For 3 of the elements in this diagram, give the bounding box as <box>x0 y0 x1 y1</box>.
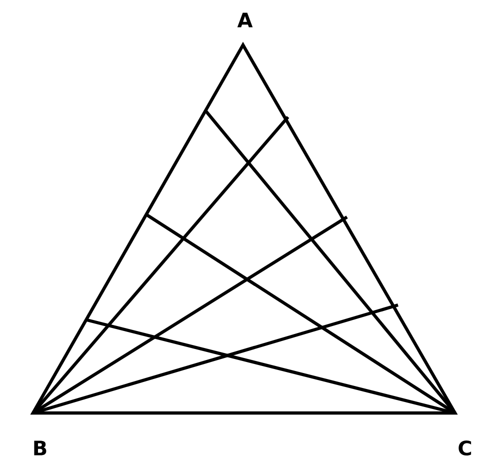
vertex-label: C <box>458 440 472 456</box>
vertex-label: A <box>237 12 253 28</box>
vertex-label: B <box>34 440 46 456</box>
